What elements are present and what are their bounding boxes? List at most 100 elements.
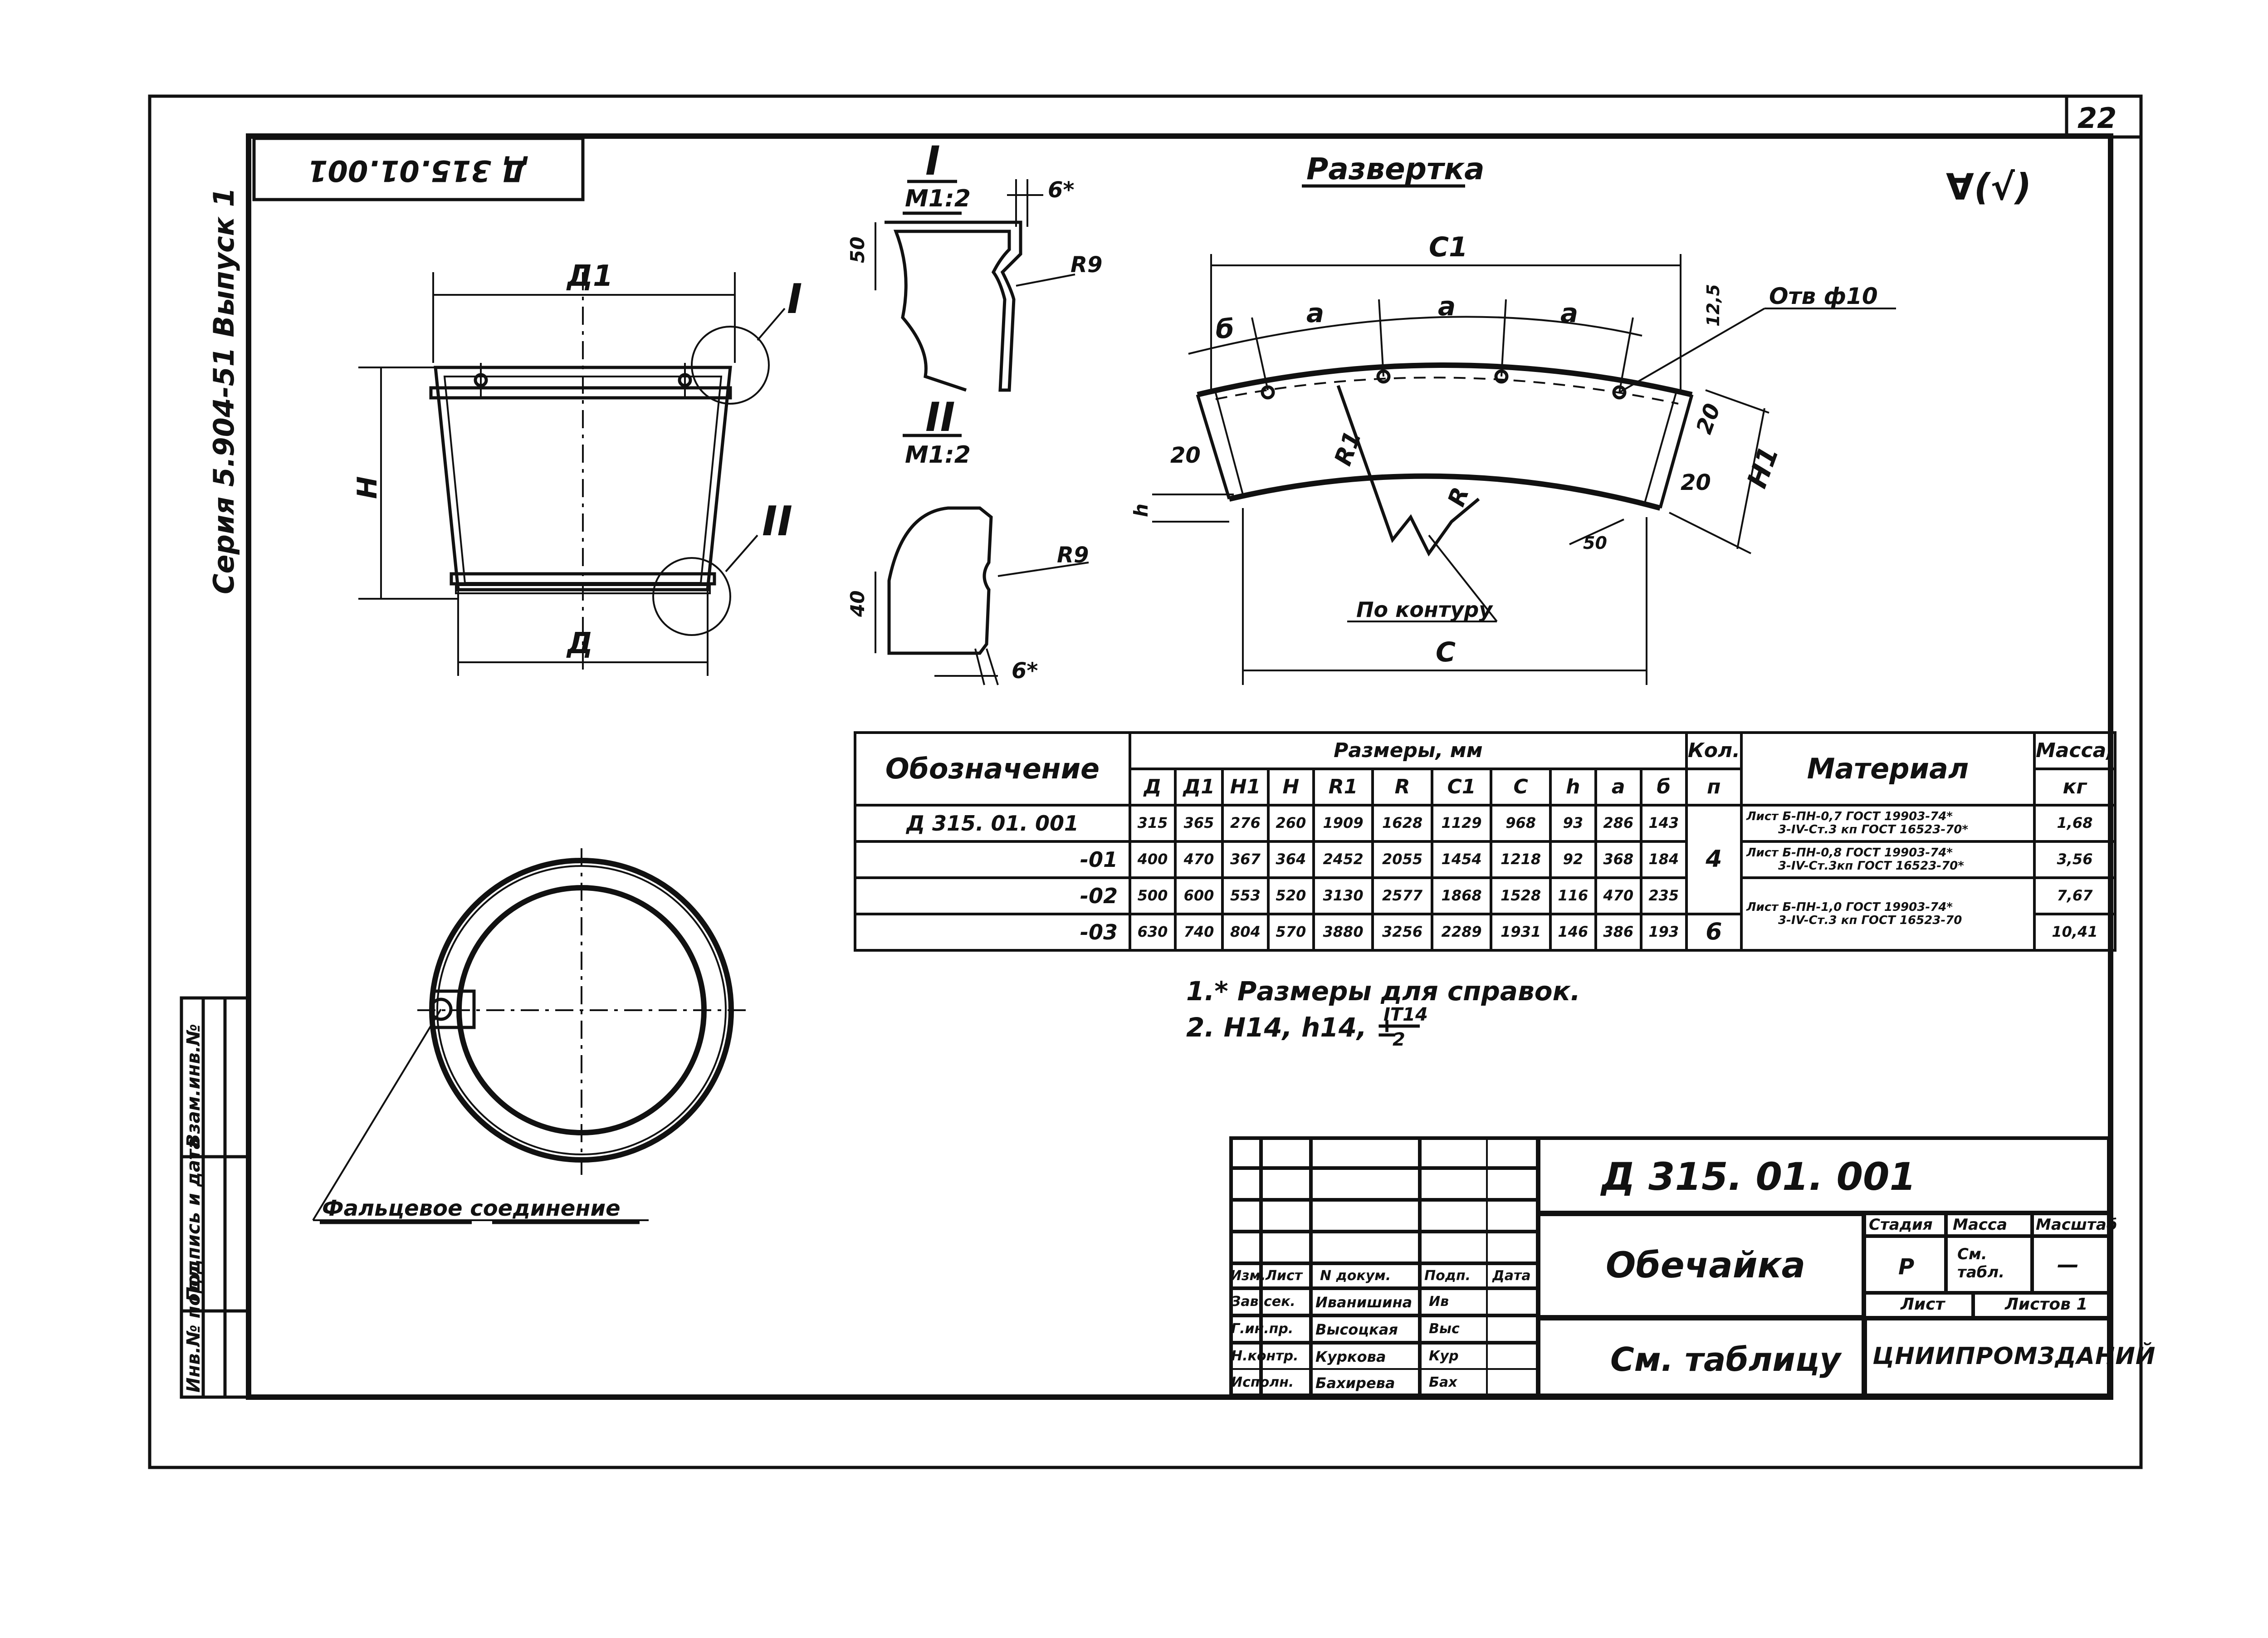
- tb-hdr-izm: Изм.: [1230, 1268, 1266, 1284]
- row-designation: -01: [854, 840, 1131, 879]
- section-1-thick: 6*: [1048, 177, 1075, 203]
- cell: 630: [1129, 913, 1177, 952]
- col-material: Материал: [1740, 731, 2036, 807]
- qty-b: 6: [1685, 913, 1743, 952]
- dev-b: б: [1216, 313, 1234, 344]
- col-mass-unit: кг: [2033, 768, 2117, 807]
- cell: 92: [1549, 840, 1597, 879]
- cell: 3880: [1312, 913, 1374, 952]
- cell: 365: [1173, 804, 1224, 843]
- tb-person: Бахирева: [1315, 1374, 1395, 1392]
- tb-role: Зав.сек.: [1231, 1294, 1295, 1310]
- tb-person: Высоцкая: [1315, 1321, 1398, 1338]
- tb-hdr-date: Дата: [1492, 1268, 1531, 1284]
- series-label: Серия 5.904-51 Выпуск 1: [207, 187, 240, 594]
- size-header: a: [1594, 768, 1642, 807]
- tb-material-cell: [1538, 1318, 1864, 1397]
- size-header: H: [1266, 768, 1315, 807]
- tb-mass-h: Масса: [1953, 1216, 2008, 1234]
- cell: 368: [1594, 840, 1642, 879]
- size-header: C1: [1430, 768, 1493, 807]
- spec-table: Обозначение Размеры, мм Кол. Материал Ма…: [854, 731, 2117, 952]
- tb-stage-cell: [1864, 1236, 1946, 1293]
- cell: 364: [1266, 840, 1315, 879]
- tb-scale: —: [2057, 1252, 2079, 1277]
- section-2-radius: R9: [1057, 543, 1089, 568]
- side-label-replace: Взам.инв.№: [183, 1024, 204, 1148]
- dev-20c: 20: [1691, 400, 1725, 437]
- front-d-label: Д: [566, 627, 593, 660]
- tb-scale-h-cell: [2032, 1213, 2111, 1236]
- cell: 1454: [1430, 840, 1493, 879]
- cell: 235: [1639, 876, 1688, 915]
- table-row: -02 500 600 553 520 3130 2577 1868 1528 …: [854, 876, 2117, 952]
- cell: 386: [1594, 913, 1642, 952]
- tb-sign: Бах: [1429, 1374, 1457, 1390]
- col-designation: Обозначение: [854, 731, 1131, 807]
- dev-a1: a: [1306, 298, 1324, 328]
- size-header: H1: [1221, 768, 1270, 807]
- tb-role: Исполн.: [1231, 1374, 1294, 1390]
- section-1: I M1:2 6* 50 R9: [846, 137, 1102, 392]
- cell: 1931: [1490, 913, 1552, 952]
- callout-1-label: I: [787, 275, 802, 323]
- mass-cell: 3,56: [2033, 840, 2117, 879]
- tb-stage: Р: [1898, 1254, 1915, 1280]
- tb-hdr-list: Лист: [1266, 1268, 1303, 1284]
- tb-sheets-h: Листов 1: [2005, 1295, 2088, 1314]
- tb-role: Г.ин.пр.: [1231, 1321, 1294, 1337]
- dev-20b: 20: [1681, 470, 1711, 495]
- cell: 184: [1639, 840, 1688, 879]
- note-2: 2. H14, h14, ±: [1186, 1012, 1398, 1043]
- cell: 2055: [1371, 840, 1433, 879]
- size-header: R1: [1312, 768, 1374, 807]
- tb-mass-cell: [1946, 1236, 2032, 1293]
- cell: 400: [1129, 840, 1177, 879]
- tb-code-cell: [1538, 1136, 2111, 1213]
- section-2-scale: M1:2: [905, 441, 971, 469]
- size-header: h: [1549, 768, 1597, 807]
- cell: 193: [1639, 913, 1688, 952]
- cell: 146: [1549, 913, 1597, 952]
- note-2-frac-bot: 2: [1393, 1029, 1405, 1050]
- cell: 2452: [1312, 840, 1374, 879]
- tb-name-cell: [1538, 1213, 1864, 1318]
- cell: 600: [1173, 876, 1224, 915]
- cell: 500: [1129, 876, 1177, 915]
- dev-a3: a: [1560, 298, 1578, 328]
- side-label-sign: Подпись и дата: [183, 1137, 204, 1302]
- cell: 804: [1221, 913, 1270, 952]
- cell: 1218: [1490, 840, 1552, 879]
- cell: 2577: [1371, 876, 1433, 915]
- table-row: -01 400 470 367 364 2452 2055 1454 1218 …: [854, 840, 2117, 879]
- col-qty: Кол.: [1685, 731, 1743, 770]
- dev-c1: C1: [1429, 231, 1468, 263]
- note-1: 1.* Размеры для справок.: [1186, 976, 1580, 1007]
- col-sizes: Размеры, мм: [1129, 731, 1688, 770]
- tb-sheet-h: Лист: [1901, 1295, 1945, 1314]
- material-1: Лист Б-ПН-0,7 ГОСТ 19903-74* 3-IV-Ст.3 к…: [1740, 804, 2036, 843]
- table-row: -03 630 740 804 570 3880 3256 2289 1931 …: [854, 913, 2117, 952]
- front-h-label: H: [352, 476, 383, 499]
- development-view: Развертка C1 б a a a Отв ф10: [1130, 152, 1896, 685]
- tb-sign: Выс: [1429, 1321, 1460, 1337]
- dev-hole: Отв ф10: [1769, 283, 1878, 309]
- cell: 740: [1173, 913, 1224, 952]
- cell: 286: [1594, 804, 1642, 843]
- ring-view: Фальцевое соединение: [312, 848, 748, 1224]
- tb-stage-h-cell: [1864, 1213, 1946, 1236]
- cell: 315: [1129, 804, 1177, 843]
- cell: 93: [1549, 804, 1597, 843]
- cell: 968: [1490, 804, 1552, 843]
- cell: 1528: [1490, 876, 1552, 915]
- note-2-frac-top: IT14: [1383, 1004, 1428, 1025]
- table-row: Д 315. 01. 001 315 365 276 260 1909 1628…: [854, 804, 2117, 915]
- side-label-inv: Инв.№ подл.: [183, 1258, 204, 1393]
- cell: 1909: [1312, 804, 1374, 843]
- tb-org-cell: [1864, 1318, 2111, 1397]
- row-designation: Д 315. 01. 001: [854, 804, 1131, 843]
- cell: 2289: [1430, 913, 1493, 952]
- cell: 1868: [1430, 876, 1493, 915]
- tb-hdr-doc: N докум.: [1320, 1268, 1391, 1284]
- tb-sheet-cell: [1864, 1293, 1973, 1318]
